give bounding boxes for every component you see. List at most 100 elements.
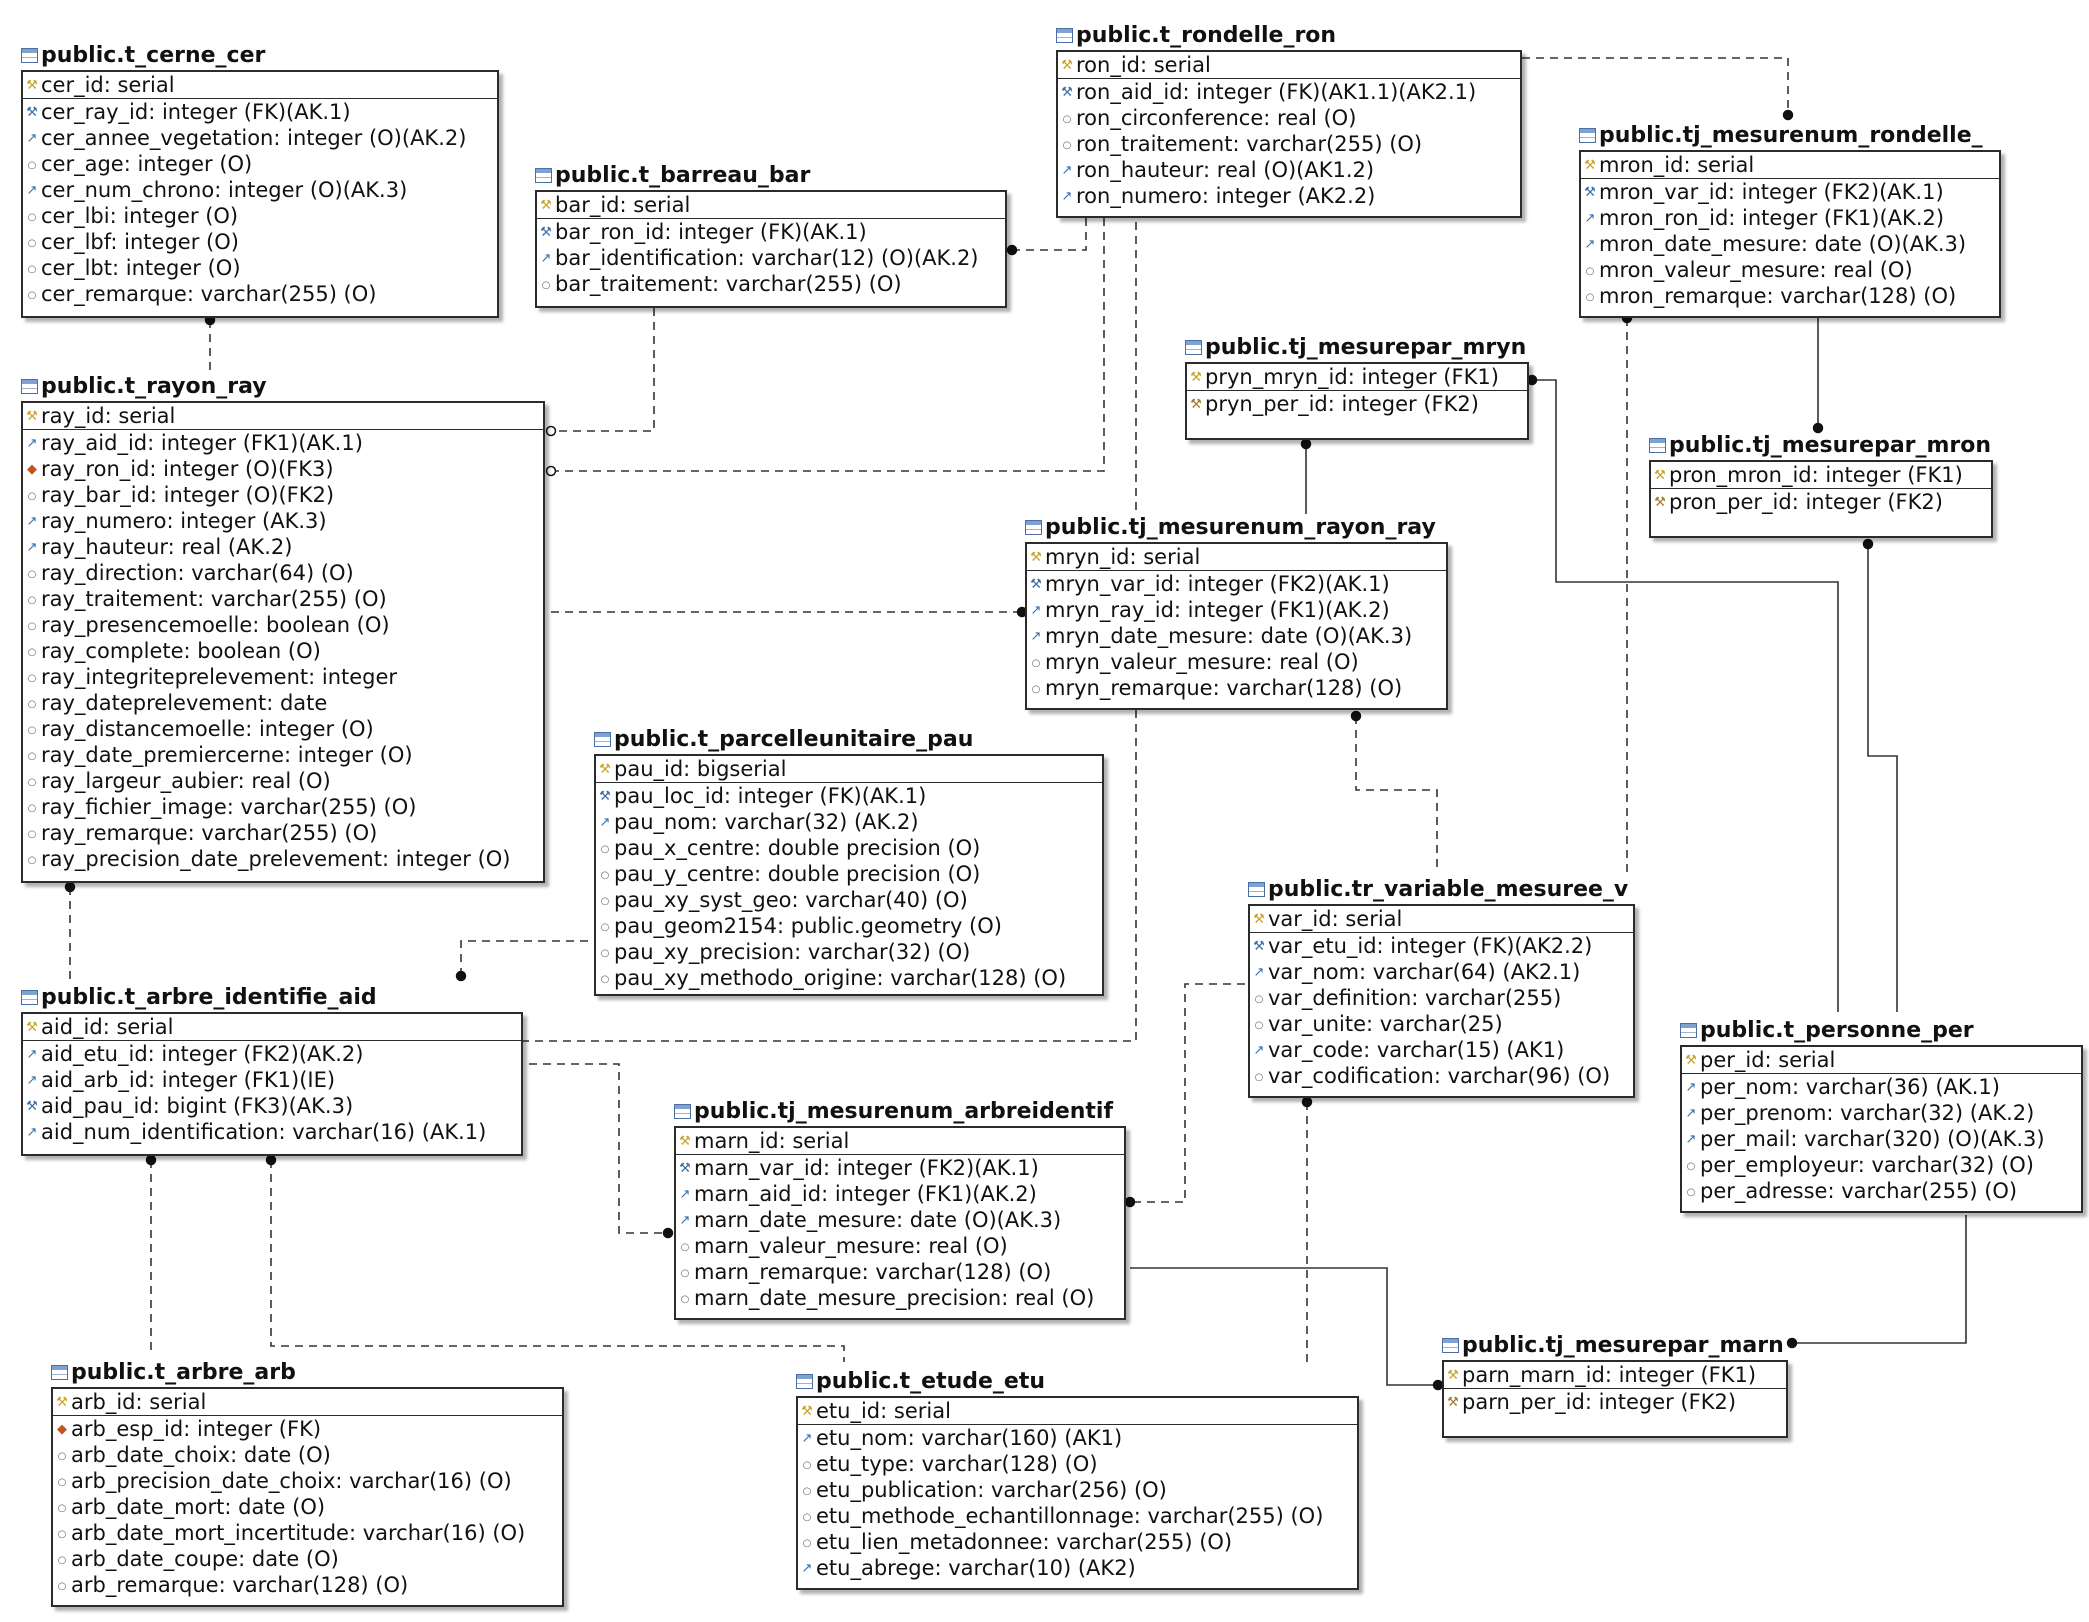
column-row[interactable]: ⚒parn_per_id: integer (FK2) xyxy=(1444,1389,1786,1415)
column-row[interactable]: ○arb_remarque: varchar(128) (O) xyxy=(53,1572,562,1598)
column-row[interactable]: ○ray_fichier_image: varchar(255) (O) xyxy=(23,794,543,820)
column-row[interactable]: ○cer_remarque: varchar(255) (O) xyxy=(23,281,497,307)
primary-key-column[interactable]: ⚒ray_id: serial xyxy=(23,403,543,430)
entity-var[interactable]: public.tr_variable_mesuree_v⚒var_id: ser… xyxy=(1248,876,1635,1098)
column-row[interactable]: ○per_adresse: varchar(255) (O) xyxy=(1682,1178,2081,1204)
entity-bar[interactable]: public.t_barreau_bar⚒bar_id: serial⚒bar_… xyxy=(535,162,1007,308)
relationship-bar-ray[interactable] xyxy=(551,308,655,432)
entity-pron[interactable]: public.tj_mesurepar_mron⚒pron_mron_id: i… xyxy=(1649,432,1993,538)
column-row[interactable]: ○bar_traitement: varchar(255) (O) xyxy=(537,271,1005,297)
column-row[interactable]: ○cer_lbf: integer (O) xyxy=(23,229,497,255)
column-row[interactable]: ○etu_publication: varchar(256) (O) xyxy=(798,1477,1357,1503)
column-row[interactable]: ○marn_date_mesure_precision: real (O) xyxy=(676,1285,1124,1311)
column-row[interactable]: ○arb_date_mort: date (O) xyxy=(53,1494,562,1520)
primary-key-column[interactable]: ⚒per_id: serial xyxy=(1682,1047,2081,1074)
column-row[interactable]: ○pau_xy_methodo_origine: varchar(128) (O… xyxy=(596,965,1102,991)
column-row[interactable]: ○pau_geom2154: public.geometry (O) xyxy=(596,913,1102,939)
column-row[interactable]: ○pau_xy_syst_geo: varchar(40) (O) xyxy=(596,887,1102,913)
column-row[interactable]: ⚒bar_ron_id: integer (FK)(AK.1) xyxy=(537,219,1005,245)
column-row[interactable]: ◆arb_esp_id: integer (FK) xyxy=(53,1416,562,1442)
primary-key-column[interactable]: ⚒pryn_mryn_id: integer (FK1) xyxy=(1187,364,1527,391)
column-row[interactable]: ○ray_traitement: varchar(255) (O) xyxy=(23,586,543,612)
column-row[interactable]: ○ray_largeur_aubier: real (O) xyxy=(23,768,543,794)
column-row[interactable]: ↗ray_numero: integer (AK.3) xyxy=(23,508,543,534)
column-row[interactable]: ○ray_remarque: varchar(255) (O) xyxy=(23,820,543,846)
primary-key-column[interactable]: ⚒pau_id: bigserial xyxy=(596,756,1102,783)
column-row[interactable]: ○mron_valeur_mesure: real (O) xyxy=(1581,257,1999,283)
column-row[interactable]: ↗pau_nom: varchar(32) (AK.2) xyxy=(596,809,1102,835)
column-row[interactable]: ↗mryn_date_mesure: date (O)(AK.3) xyxy=(1027,623,1446,649)
column-row[interactable]: ↗mryn_ray_id: integer (FK1)(AK.2) xyxy=(1027,597,1446,623)
column-row[interactable]: ○etu_lien_metadonnee: varchar(255) (O) xyxy=(798,1529,1357,1555)
column-row[interactable]: ⚒pron_per_id: integer (FK2) xyxy=(1651,489,1991,515)
relationship-pau-aid[interactable] xyxy=(460,940,588,976)
column-row[interactable]: ○marn_remarque: varchar(128) (O) xyxy=(676,1259,1124,1285)
relationship-pron-per[interactable] xyxy=(1867,544,1898,1012)
column-row[interactable]: ↗mron_date_mesure: date (O)(AK.3) xyxy=(1581,231,1999,257)
column-row[interactable]: ⚒marn_var_id: integer (FK2)(AK.1) xyxy=(676,1155,1124,1181)
column-row[interactable]: ○var_definition: varchar(255) xyxy=(1250,985,1633,1011)
column-row[interactable]: ○per_employeur: varchar(32) (O) xyxy=(1682,1152,2081,1178)
column-row[interactable]: ○ray_integriteprelevement: integer xyxy=(23,664,543,690)
primary-key-column[interactable]: ⚒marn_id: serial xyxy=(676,1128,1124,1155)
relationship-marn-parn[interactable] xyxy=(1130,1267,1438,1386)
primary-key-column[interactable]: ⚒mron_id: serial xyxy=(1581,152,1999,179)
primary-key-column[interactable]: ⚒pron_mron_id: integer (FK1) xyxy=(1651,462,1991,489)
column-row[interactable]: ⚒ron_aid_id: integer (FK)(AK1.1)(AK2.1) xyxy=(1058,79,1520,105)
primary-key-column[interactable]: ⚒parn_marn_id: integer (FK1) xyxy=(1444,1362,1786,1389)
column-row[interactable]: ⚒pryn_per_id: integer (FK2) xyxy=(1187,391,1527,417)
column-row[interactable]: ↗etu_nom: varchar(160) (AK1) xyxy=(798,1425,1357,1451)
entity-marn[interactable]: public.tj_mesurenum_arbreidentif⚒marn_id… xyxy=(674,1098,1126,1320)
column-row[interactable]: ◆ray_ron_id: integer (O)(FK3) xyxy=(23,456,543,482)
entity-cer[interactable]: public.t_cerne_cer⚒cer_id: serial⚒cer_ra… xyxy=(21,42,499,318)
entity-ron[interactable]: public.t_rondelle_ron⚒ron_id: serial⚒ron… xyxy=(1056,22,1522,218)
column-row[interactable]: ○cer_lbt: integer (O) xyxy=(23,255,497,281)
column-row[interactable]: ○cer_lbi: integer (O) xyxy=(23,203,497,229)
relationship-pryn-per[interactable] xyxy=(1532,379,1839,1012)
entity-arb[interactable]: public.t_arbre_arb⚒arb_id: serial◆arb_es… xyxy=(51,1359,564,1607)
column-row[interactable]: ↗aid_num_identification: varchar(16) (AK… xyxy=(23,1119,521,1145)
entity-parn[interactable]: public.tj_mesurepar_marn⚒parn_marn_id: i… xyxy=(1442,1332,1788,1438)
column-row[interactable]: ↗etu_abrege: varchar(10) (AK2) xyxy=(798,1555,1357,1581)
column-row[interactable]: ↗cer_num_chrono: integer (O)(AK.3) xyxy=(23,177,497,203)
column-row[interactable]: ↗marn_aid_id: integer (FK1)(AK.2) xyxy=(676,1181,1124,1207)
column-row[interactable]: ↗var_nom: varchar(64) (AK2.1) xyxy=(1250,959,1633,985)
primary-key-column[interactable]: ⚒etu_id: serial xyxy=(798,1398,1357,1425)
primary-key-column[interactable]: ⚒cer_id: serial xyxy=(23,72,497,99)
primary-key-column[interactable]: ⚒aid_id: serial xyxy=(23,1014,521,1041)
entity-pau[interactable]: public.t_parcelleunitaire_pau⚒pau_id: bi… xyxy=(594,726,1104,996)
column-row[interactable]: ○ray_presencemoelle: boolean (O) xyxy=(23,612,543,638)
column-row[interactable]: ○ray_distancemoelle: integer (O) xyxy=(23,716,543,742)
column-row[interactable]: ○ray_bar_id: integer (O)(FK2) xyxy=(23,482,543,508)
column-row[interactable]: ○ray_precision_date_prelevement: integer… xyxy=(23,846,543,872)
entity-aid[interactable]: public.t_arbre_identifie_aid⚒aid_id: ser… xyxy=(21,984,523,1156)
column-row[interactable]: ○pau_x_centre: double precision (O) xyxy=(596,835,1102,861)
column-row[interactable]: ○var_unite: varchar(25) xyxy=(1250,1011,1633,1037)
relationship-ron-mron[interactable] xyxy=(1522,57,1789,115)
column-row[interactable]: ○arb_precision_date_choix: varchar(16) (… xyxy=(53,1468,562,1494)
column-row[interactable]: ↗bar_identification: varchar(12) (O)(AK.… xyxy=(537,245,1005,271)
entity-mron[interactable]: public.tj_mesurenum_rondelle_⚒mron_id: s… xyxy=(1579,122,2001,318)
relationship-aid-marn[interactable] xyxy=(529,1063,668,1234)
column-row[interactable]: ↗mron_ron_id: integer (FK1)(AK.2) xyxy=(1581,205,1999,231)
column-row[interactable]: ↗per_mail: varchar(320) (O)(AK.3) xyxy=(1682,1126,2081,1152)
relationship-ron-ray[interactable] xyxy=(551,218,1105,472)
column-row[interactable]: ⚒pau_loc_id: integer (FK)(AK.1) xyxy=(596,783,1102,809)
column-row[interactable]: ↗aid_arb_id: integer (FK1)(IE) xyxy=(23,1067,521,1093)
column-row[interactable]: ⚒cer_ray_id: integer (FK)(AK.1) xyxy=(23,99,497,125)
column-row[interactable]: ↗aid_etu_id: integer (FK2)(AK.2) xyxy=(23,1041,521,1067)
column-row[interactable]: ↗ray_hauteur: real (AK.2) xyxy=(23,534,543,560)
column-row[interactable]: ○ron_circonference: real (O) xyxy=(1058,105,1520,131)
column-row[interactable]: ○mryn_remarque: varchar(128) (O) xyxy=(1027,675,1446,701)
column-row[interactable]: ○etu_type: varchar(128) (O) xyxy=(798,1451,1357,1477)
entity-etu[interactable]: public.t_etude_etu⚒etu_id: serial↗etu_no… xyxy=(796,1368,1359,1590)
column-row[interactable]: ↗cer_annee_vegetation: integer (O)(AK.2) xyxy=(23,125,497,151)
column-row[interactable]: ⚒mron_var_id: integer (FK2)(AK.1) xyxy=(1581,179,1999,205)
column-row[interactable]: ○pau_xy_precision: varchar(32) (O) xyxy=(596,939,1102,965)
column-row[interactable]: ○mryn_valeur_mesure: real (O) xyxy=(1027,649,1446,675)
entity-ray[interactable]: public.t_rayon_ray⚒ray_id: serial↗ray_ai… xyxy=(21,373,545,883)
column-row[interactable]: ○etu_methode_echantillonnage: varchar(25… xyxy=(798,1503,1357,1529)
relationship-per-parn[interactable] xyxy=(1792,1215,1967,1344)
column-row[interactable]: ↗ron_hauteur: real (O)(AK1.2) xyxy=(1058,157,1520,183)
column-row[interactable]: ○arb_date_coupe: date (O) xyxy=(53,1546,562,1572)
